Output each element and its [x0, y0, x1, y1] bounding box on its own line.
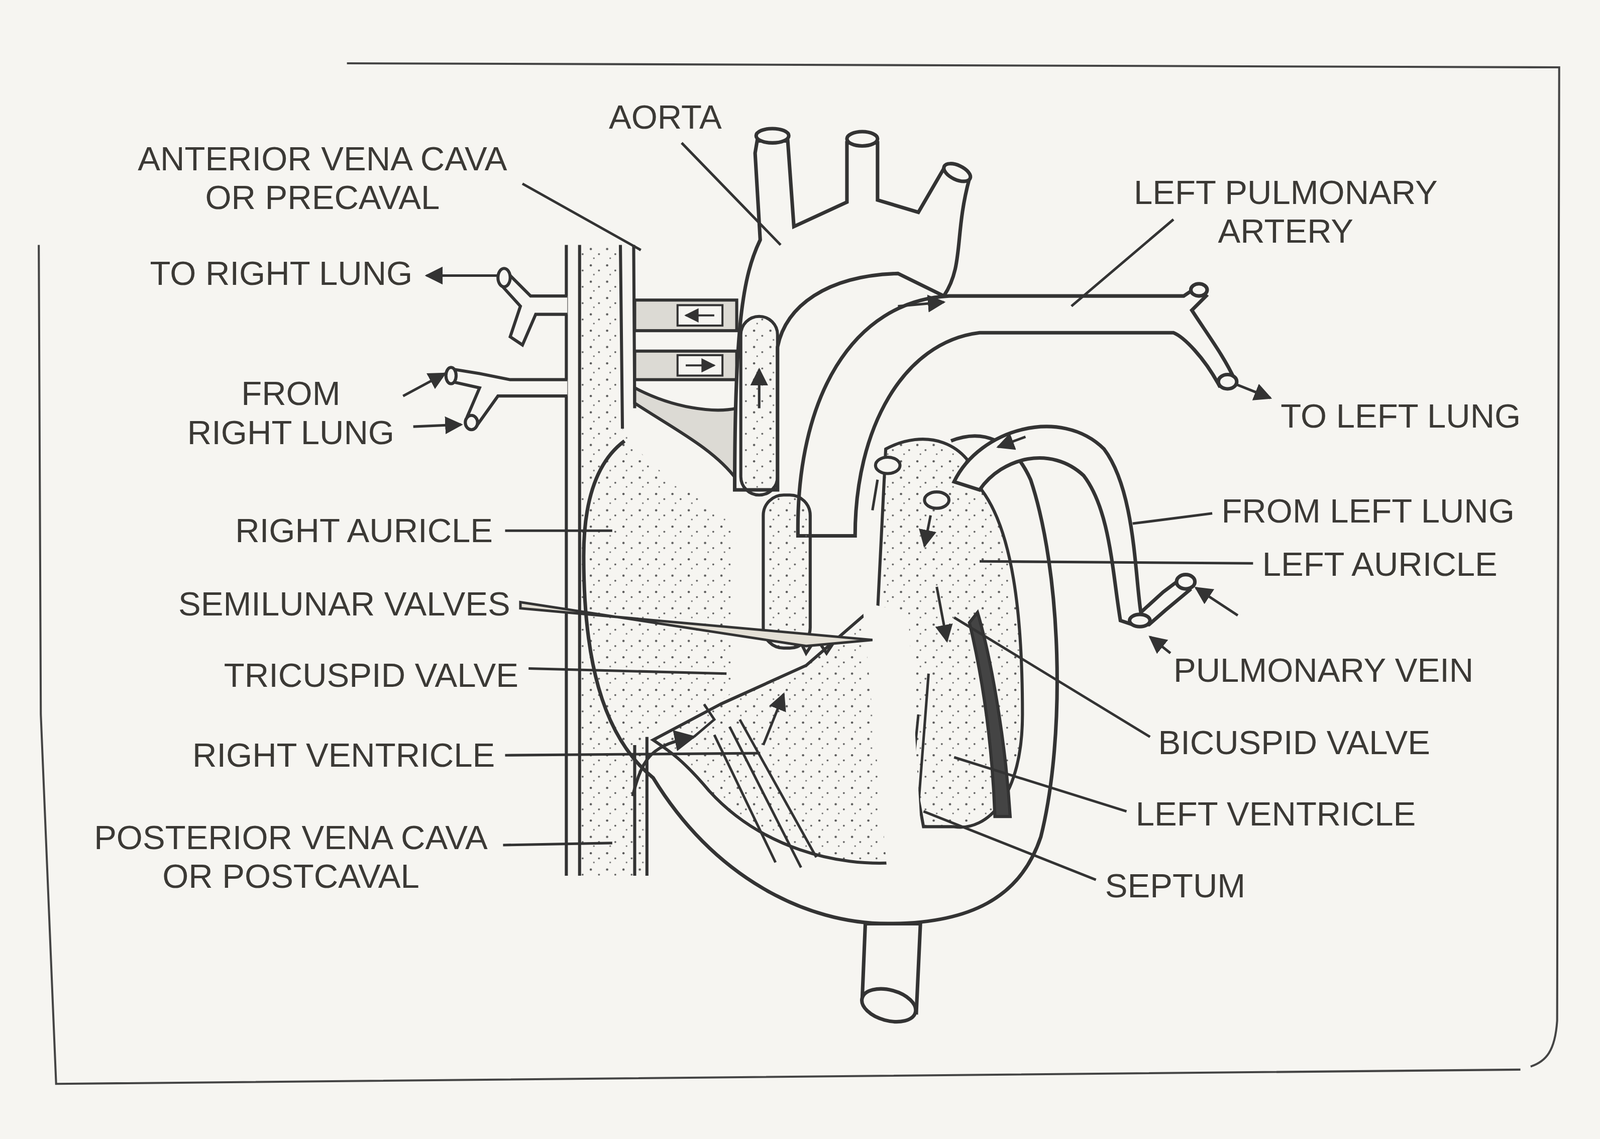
pulmonary-vein-part — [998, 436, 1026, 447]
vena-cava-part — [566, 245, 580, 876]
part-label: BICUSPID VALVE — [1157, 723, 1430, 763]
leader-lines-part — [923, 811, 1096, 880]
leader-lines-part — [953, 757, 1127, 812]
pulmonary-branch-bands-part — [677, 355, 723, 376]
pulmonary-artery — [763, 283, 1237, 654]
leader-lines-part — [979, 561, 1253, 564]
pulmonary-branch-bands-part — [685, 364, 715, 367]
leader-lines-part — [1149, 636, 1171, 654]
pulmonary-branch-bands-part — [685, 314, 715, 317]
pulmonary-artery-part — [1190, 283, 1208, 296]
pulmonary-vein-part — [1176, 574, 1196, 589]
aorta-part — [758, 369, 761, 408]
pulmonary-vein-part — [953, 426, 1190, 625]
leader-lines-part — [504, 753, 761, 756]
pulmonary-artery-part — [898, 301, 944, 306]
part-label: SEMILUNAR VALVES — [178, 584, 511, 624]
leader-lines-part — [953, 617, 1150, 737]
left-side-chambers-part — [862, 602, 924, 878]
right-ventricle-part — [632, 736, 694, 797]
leader-lines-part — [1071, 219, 1174, 307]
part-label: SEPTUM — [1105, 866, 1246, 906]
part-label: TO RIGHT LUNG — [150, 254, 413, 293]
aorta-part — [756, 128, 789, 143]
left-side-chambers — [862, 439, 1023, 878]
lung-vessels-part — [465, 415, 478, 430]
leader-lines-part — [528, 668, 727, 674]
left-side-chambers-part — [875, 457, 901, 474]
descending-aorta-part — [858, 983, 920, 1027]
leader-lines-part — [522, 183, 642, 251]
leader-lines-part — [502, 842, 612, 845]
pulmonary-vein — [953, 426, 1195, 627]
left-side-chambers-part — [936, 586, 947, 642]
leader-lines-part — [504, 529, 612, 532]
right-ventricle-part — [763, 693, 784, 745]
right-ventricle-part — [693, 704, 817, 868]
left-side-chambers-part — [969, 612, 1011, 817]
descending-aorta — [858, 923, 921, 1027]
part-label: RIGHT VENTRICLE — [192, 735, 495, 775]
leader-lines-part — [1234, 383, 1271, 398]
part-label: LEFT AURICLE — [1262, 545, 1498, 584]
part-label: FROM RIGHT LUNG — [187, 374, 395, 452]
leader-lines-part — [413, 424, 462, 427]
part-label: LEFT VENTRICLE — [1135, 794, 1417, 834]
page-frame — [38, 63, 1560, 1084]
leader-lines-part — [1132, 513, 1213, 524]
aorta-part — [941, 159, 974, 185]
leader-lines — [402, 142, 1271, 880]
page-frame-part — [38, 245, 1521, 1085]
part-label: RIGHT AURICLE — [235, 511, 493, 551]
pulmonary-branch-bands — [634, 299, 737, 480]
pulmonary-artery-part — [797, 287, 1235, 537]
part-label: ANTERIOR VENA CAVA OR PRECAVAL — [137, 139, 507, 218]
pulmonary-artery-part — [763, 494, 810, 649]
aorta-part — [740, 316, 778, 495]
pulmonary-vein-part — [1129, 614, 1151, 627]
leader-lines-part — [426, 274, 498, 277]
pulmonary-branch-bands-part — [634, 299, 737, 331]
part-label: LEFT PULMONARY ARTERY — [1133, 173, 1438, 251]
part-label: TO LEFT LUNG — [1280, 396, 1521, 436]
vena-cava-part — [620, 245, 635, 430]
part-label: TRICUSPID VALVE — [224, 656, 519, 695]
pulmonary-branch-bands-part — [677, 304, 723, 326]
leader-lines-part — [681, 142, 781, 245]
pulmonary-branch-bands-part — [634, 387, 737, 480]
left-side-chambers-part — [924, 491, 949, 509]
pulmonary-branch-bands-part — [634, 351, 737, 380]
leader-lines-part — [402, 373, 445, 396]
lung-vessels-part — [497, 268, 510, 287]
vena-cava-part — [634, 736, 647, 876]
leader-lines-part — [1196, 587, 1238, 616]
pulmonary-artery-part — [1218, 374, 1237, 389]
part-label: AORTA — [608, 97, 722, 137]
lung-vessels-part — [446, 367, 457, 384]
lung-vessels — [446, 268, 568, 430]
right-ventricle — [632, 612, 898, 868]
part-label: FROM LEFT LUNG — [1221, 491, 1515, 531]
leader-lines-part — [520, 602, 873, 647]
part-label: POSTERIOR VENA CAVA OR POSTCAVAL — [93, 818, 488, 896]
part-label: PULMONARY VEIN — [1173, 651, 1474, 690]
page-frame-part — [347, 63, 1560, 1067]
aorta-part — [846, 131, 878, 146]
left-side-chambers-part — [872, 479, 931, 547]
